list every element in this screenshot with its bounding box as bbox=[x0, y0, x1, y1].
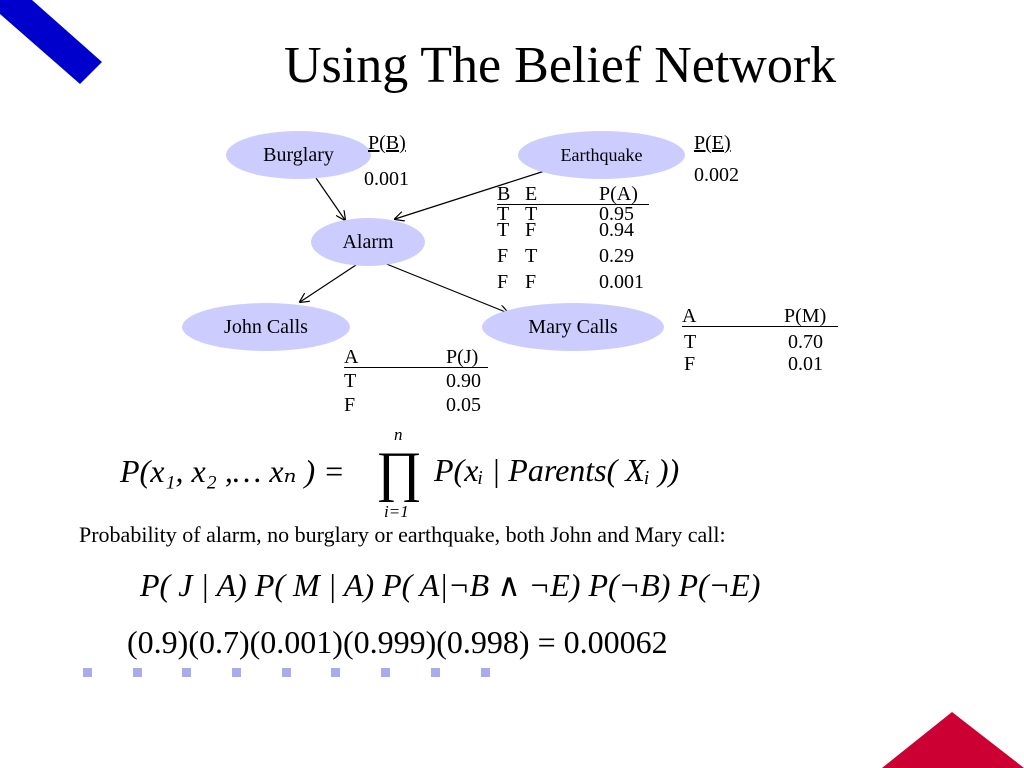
cpt-e-value: 0.002 bbox=[694, 164, 739, 186]
product-bottom-index: i=1 bbox=[384, 502, 409, 521]
cpt-m-divider bbox=[682, 326, 838, 327]
decor-dot bbox=[481, 668, 490, 677]
cpt-j-header-a: A bbox=[344, 346, 359, 368]
cpt-cell: T bbox=[344, 370, 357, 392]
decor-dot bbox=[331, 668, 340, 677]
cpt-m-header-row: A P(M) bbox=[682, 305, 826, 327]
cpt-e-header: P(E) bbox=[694, 132, 731, 154]
cpt-cell: F bbox=[684, 353, 696, 375]
cpt-a-divider bbox=[497, 204, 649, 205]
product-top-index: n bbox=[394, 425, 403, 444]
cpt-alarm: B E P(A) T T 0.95 T F 0.94 F T 0.29 F F … bbox=[497, 183, 644, 293]
edge-alarm-john bbox=[300, 264, 357, 302]
cpt-a-header-row: B E P(A) bbox=[497, 183, 644, 205]
decor-dot bbox=[133, 668, 142, 677]
cpt-cell: 0.95 bbox=[599, 203, 634, 225]
cpt-earthquake: P(E) 0.002 bbox=[694, 132, 739, 186]
cpt-a-row: F T 0.29 bbox=[497, 245, 644, 267]
cpt-cell: 0.01 bbox=[788, 353, 823, 375]
cpt-cell: 0.001 bbox=[599, 271, 644, 293]
cpt-a-header-e: E bbox=[525, 183, 538, 205]
numeric-result: (0.9)(0.7)(0.001)(0.999)(0.998) = 0.0006… bbox=[127, 624, 668, 660]
decor-dot bbox=[83, 668, 92, 677]
cpt-cell: 0.29 bbox=[599, 245, 634, 267]
cpt-cell: T bbox=[684, 331, 697, 353]
product-symbol: ∏ bbox=[376, 441, 423, 503]
cpt-b-header: P(B) bbox=[368, 132, 406, 154]
cpt-b-value: 0.001 bbox=[364, 168, 409, 190]
cpt-j-header-row: A P(J) bbox=[344, 345, 481, 369]
cpt-a-header-b: B bbox=[497, 183, 511, 205]
cpt-cell: T bbox=[525, 245, 538, 267]
node-mary-calls: Mary Calls bbox=[482, 303, 664, 351]
edge-burglary-alarm bbox=[315, 177, 345, 220]
cpt-cell: F bbox=[497, 245, 509, 267]
cpt-m-header-pm: P(M) bbox=[784, 305, 827, 327]
cpt-j-row: T 0.90 bbox=[344, 369, 481, 393]
cpt-m-header-a: A bbox=[682, 305, 697, 327]
cpt-cell: T bbox=[525, 203, 538, 225]
decor-dot bbox=[381, 668, 390, 677]
cpt-cell: T bbox=[497, 219, 510, 241]
node-john-calls: John Calls bbox=[182, 303, 350, 351]
cpt-cell: F bbox=[497, 271, 509, 293]
decor-dot bbox=[282, 668, 291, 677]
cpt-a-header-pa: P(A) bbox=[599, 183, 638, 205]
cpt-cell: 0.70 bbox=[788, 331, 823, 353]
cpt-a-row: T T 0.95 bbox=[497, 203, 644, 225]
cpt-cell: 0.05 bbox=[446, 394, 481, 416]
corner-blue-stripe bbox=[0, 0, 102, 84]
cpt-a-row: T F 0.94 bbox=[497, 219, 644, 241]
cpt-m-row: F 0.01 bbox=[682, 353, 826, 375]
node-earthquake: Earthquake bbox=[518, 131, 685, 179]
edge-alarm-mary bbox=[383, 262, 508, 313]
node-alarm: Alarm bbox=[311, 218, 425, 266]
joint-formula-rhs: P(xᵢ | Parents( Xᵢ )) bbox=[434, 452, 680, 488]
joint-formula-lhs: P(x₁, x₂ ,… xₙ ) = bbox=[120, 453, 345, 489]
decor-dot bbox=[232, 668, 241, 677]
probability-expression: P( J | A) P( M | A) P( A|¬B ∧ ¬E) P(¬B) … bbox=[140, 567, 761, 603]
cpt-a-row: F F 0.001 bbox=[497, 271, 644, 293]
cpt-burglary: P(B) 0.001 bbox=[364, 132, 409, 190]
edge-earthquake-alarm bbox=[395, 167, 555, 219]
slide-title: Using The Belief Network bbox=[284, 37, 837, 94]
node-burglary: Burglary bbox=[226, 131, 371, 179]
probability-caption: Probability of alarm, no burglary or ear… bbox=[79, 522, 726, 547]
cpt-m-row: T 0.70 bbox=[682, 331, 826, 353]
decor-dot bbox=[182, 668, 191, 677]
cpt-cell: F bbox=[344, 394, 356, 416]
decor-dot bbox=[431, 668, 440, 677]
cpt-cell: F bbox=[525, 271, 537, 293]
cpt-j-row: F 0.05 bbox=[344, 393, 481, 417]
corner-red-triangle bbox=[882, 712, 1024, 768]
cpt-john: A P(J) T 0.90 F 0.05 bbox=[344, 345, 481, 417]
cpt-cell: 0.94 bbox=[599, 219, 634, 241]
cpt-j-divider bbox=[344, 367, 488, 368]
cpt-j-header-pj: P(J) bbox=[446, 346, 479, 368]
cpt-cell: 0.90 bbox=[446, 370, 481, 392]
cpt-cell: F bbox=[525, 219, 537, 241]
cpt-mary: A P(M) T 0.70 F 0.01 bbox=[682, 305, 826, 375]
cpt-cell: T bbox=[497, 203, 510, 225]
